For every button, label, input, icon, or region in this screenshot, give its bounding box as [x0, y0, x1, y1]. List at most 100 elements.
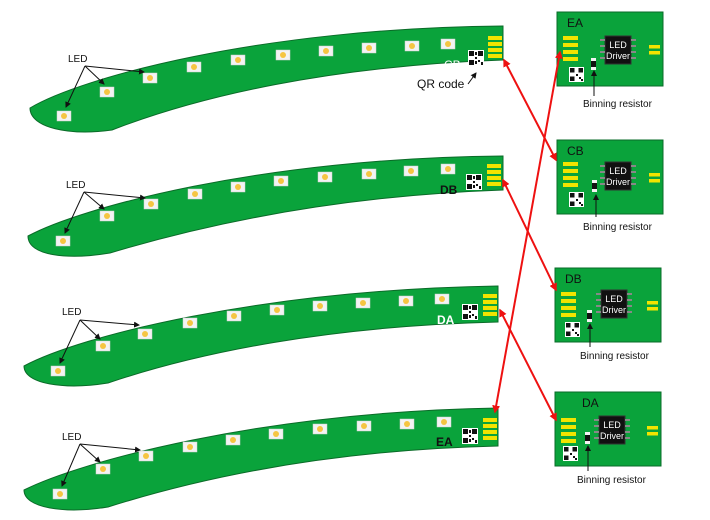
arrow-db-to-db	[502, 178, 557, 292]
binning-resistor-label: Binning resistor	[583, 222, 653, 233]
led-pointers	[65, 65, 145, 108]
led	[436, 416, 452, 428]
board-bin-code: EA	[567, 16, 583, 30]
chip-label-line1: LED	[609, 166, 627, 176]
binning-resistor	[592, 180, 597, 192]
led	[182, 441, 198, 453]
chip-label-line1: LED	[609, 40, 627, 50]
led	[142, 72, 158, 84]
output-connector	[647, 426, 658, 436]
led	[225, 434, 241, 446]
led	[56, 110, 72, 122]
led	[137, 328, 153, 340]
led-row	[50, 293, 450, 377]
driver-board-1: LED Driver EA	[556, 11, 664, 87]
strip-pcb	[23, 407, 499, 511]
strip-bin-code: DB	[440, 183, 458, 197]
qr-pointer	[467, 72, 477, 85]
led	[269, 304, 285, 316]
driver-board-3: LED Driver DB	[554, 267, 662, 343]
qr-code	[569, 67, 584, 82]
board-bin-code: DA	[582, 396, 599, 410]
chip-label-line1: LED	[605, 294, 623, 304]
strip-bin-code: DA	[437, 313, 455, 327]
led-driver-chip: LED Driver	[600, 161, 636, 191]
led	[318, 45, 334, 57]
led-driver-chip: LED Driver	[600, 35, 636, 65]
chip-label-line2: Driver	[602, 305, 626, 315]
strip-bin-code: EA	[436, 435, 453, 449]
board-bin-code: CB	[567, 144, 584, 158]
led	[403, 165, 419, 177]
led	[182, 317, 198, 329]
qr-code	[468, 50, 484, 66]
led-row	[55, 163, 456, 247]
driver-board-2: LED Driver CB	[556, 139, 664, 215]
led-strip-1: CB LED QR code	[29, 25, 504, 133]
driver-board-4: LED Driver DA	[554, 391, 662, 467]
led	[99, 86, 115, 98]
led	[99, 210, 115, 222]
led	[361, 42, 377, 54]
led	[143, 198, 159, 210]
led	[52, 488, 68, 500]
led-label: LED	[66, 180, 85, 191]
led	[356, 420, 372, 432]
led	[55, 235, 71, 247]
led-label: LED	[62, 432, 81, 443]
led-pointers	[61, 443, 141, 487]
strip-pcb	[27, 155, 504, 257]
edge-connector	[563, 36, 578, 61]
led-strip-2: DB LED	[27, 155, 504, 257]
led	[312, 300, 328, 312]
qr-code	[462, 304, 478, 320]
led	[230, 54, 246, 66]
led-pointers	[64, 191, 146, 234]
led	[398, 295, 414, 307]
edge-connector	[561, 418, 576, 443]
led	[434, 293, 450, 305]
led-row	[56, 38, 456, 122]
binning-resistor	[587, 310, 592, 322]
led	[440, 38, 456, 50]
qr-code	[466, 174, 482, 190]
led-label: LED	[62, 307, 81, 318]
led	[317, 171, 333, 183]
edge-connector	[483, 418, 497, 440]
led	[138, 450, 154, 462]
output-connector	[647, 301, 658, 311]
led	[361, 168, 377, 180]
led	[95, 340, 111, 352]
edge-connector	[483, 294, 497, 316]
led	[230, 181, 246, 193]
binning-resistor-label: Binning resistor	[583, 99, 653, 110]
output-connector	[649, 45, 660, 55]
led	[404, 40, 420, 52]
edge-connector	[561, 292, 576, 317]
qr-code-label: QR code	[417, 77, 465, 91]
strip-pcb	[29, 25, 504, 133]
led	[312, 423, 328, 435]
led	[440, 163, 456, 175]
qr-code	[462, 428, 478, 444]
chip-label-line1: LED	[603, 420, 621, 430]
binning-resistor-label: Binning resistor	[580, 351, 650, 362]
led-label: LED	[68, 54, 87, 65]
output-connector	[649, 173, 660, 183]
qr-code	[565, 322, 580, 337]
led	[273, 175, 289, 187]
matching-arrows	[492, 50, 563, 422]
led	[50, 365, 66, 377]
board-bin-code: DB	[565, 272, 582, 286]
strip-bin-code: CB	[444, 58, 461, 72]
chip-label-line2: Driver	[606, 177, 630, 187]
qr-code	[569, 192, 584, 207]
chip-label-line2: Driver	[606, 51, 630, 61]
led	[399, 418, 415, 430]
arrow-ea-to-ea	[492, 50, 563, 414]
arrow-da-to-da	[499, 308, 557, 422]
strip-pcb	[23, 285, 499, 387]
led-pointers	[59, 319, 140, 364]
binning-resistor	[585, 432, 590, 444]
